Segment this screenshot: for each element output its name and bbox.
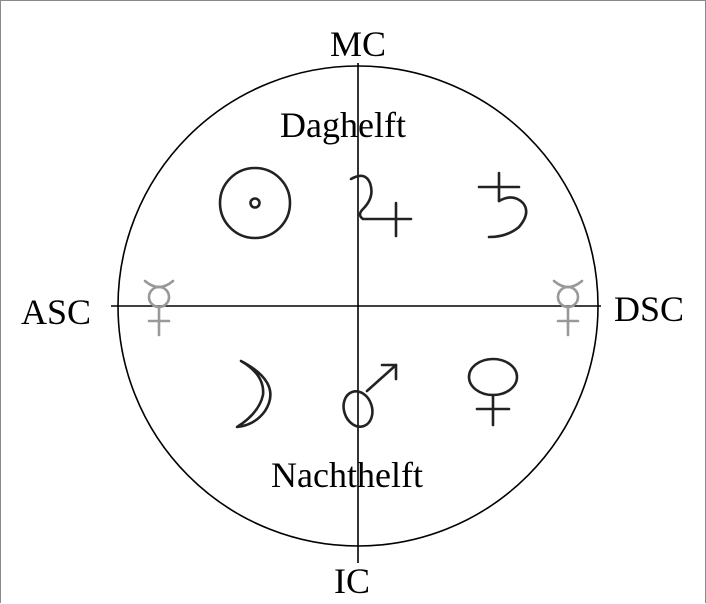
ic-label: IC [334,561,370,601]
jupiter-icon [349,174,413,238]
moon-icon [235,359,272,429]
mercury-icon [552,279,584,337]
night-half-label: Nachthelft [271,455,423,495]
saturn-icon [477,171,528,239]
mars-icon [342,363,398,428]
mc-label: MC [330,24,386,64]
day-half-label: Daghelft [280,105,406,145]
venus-icon [467,357,519,427]
mercury-icon [143,279,175,337]
dsc-label: DSC [614,289,684,329]
asc-label: ASC [21,292,91,332]
sun-icon [218,166,292,240]
